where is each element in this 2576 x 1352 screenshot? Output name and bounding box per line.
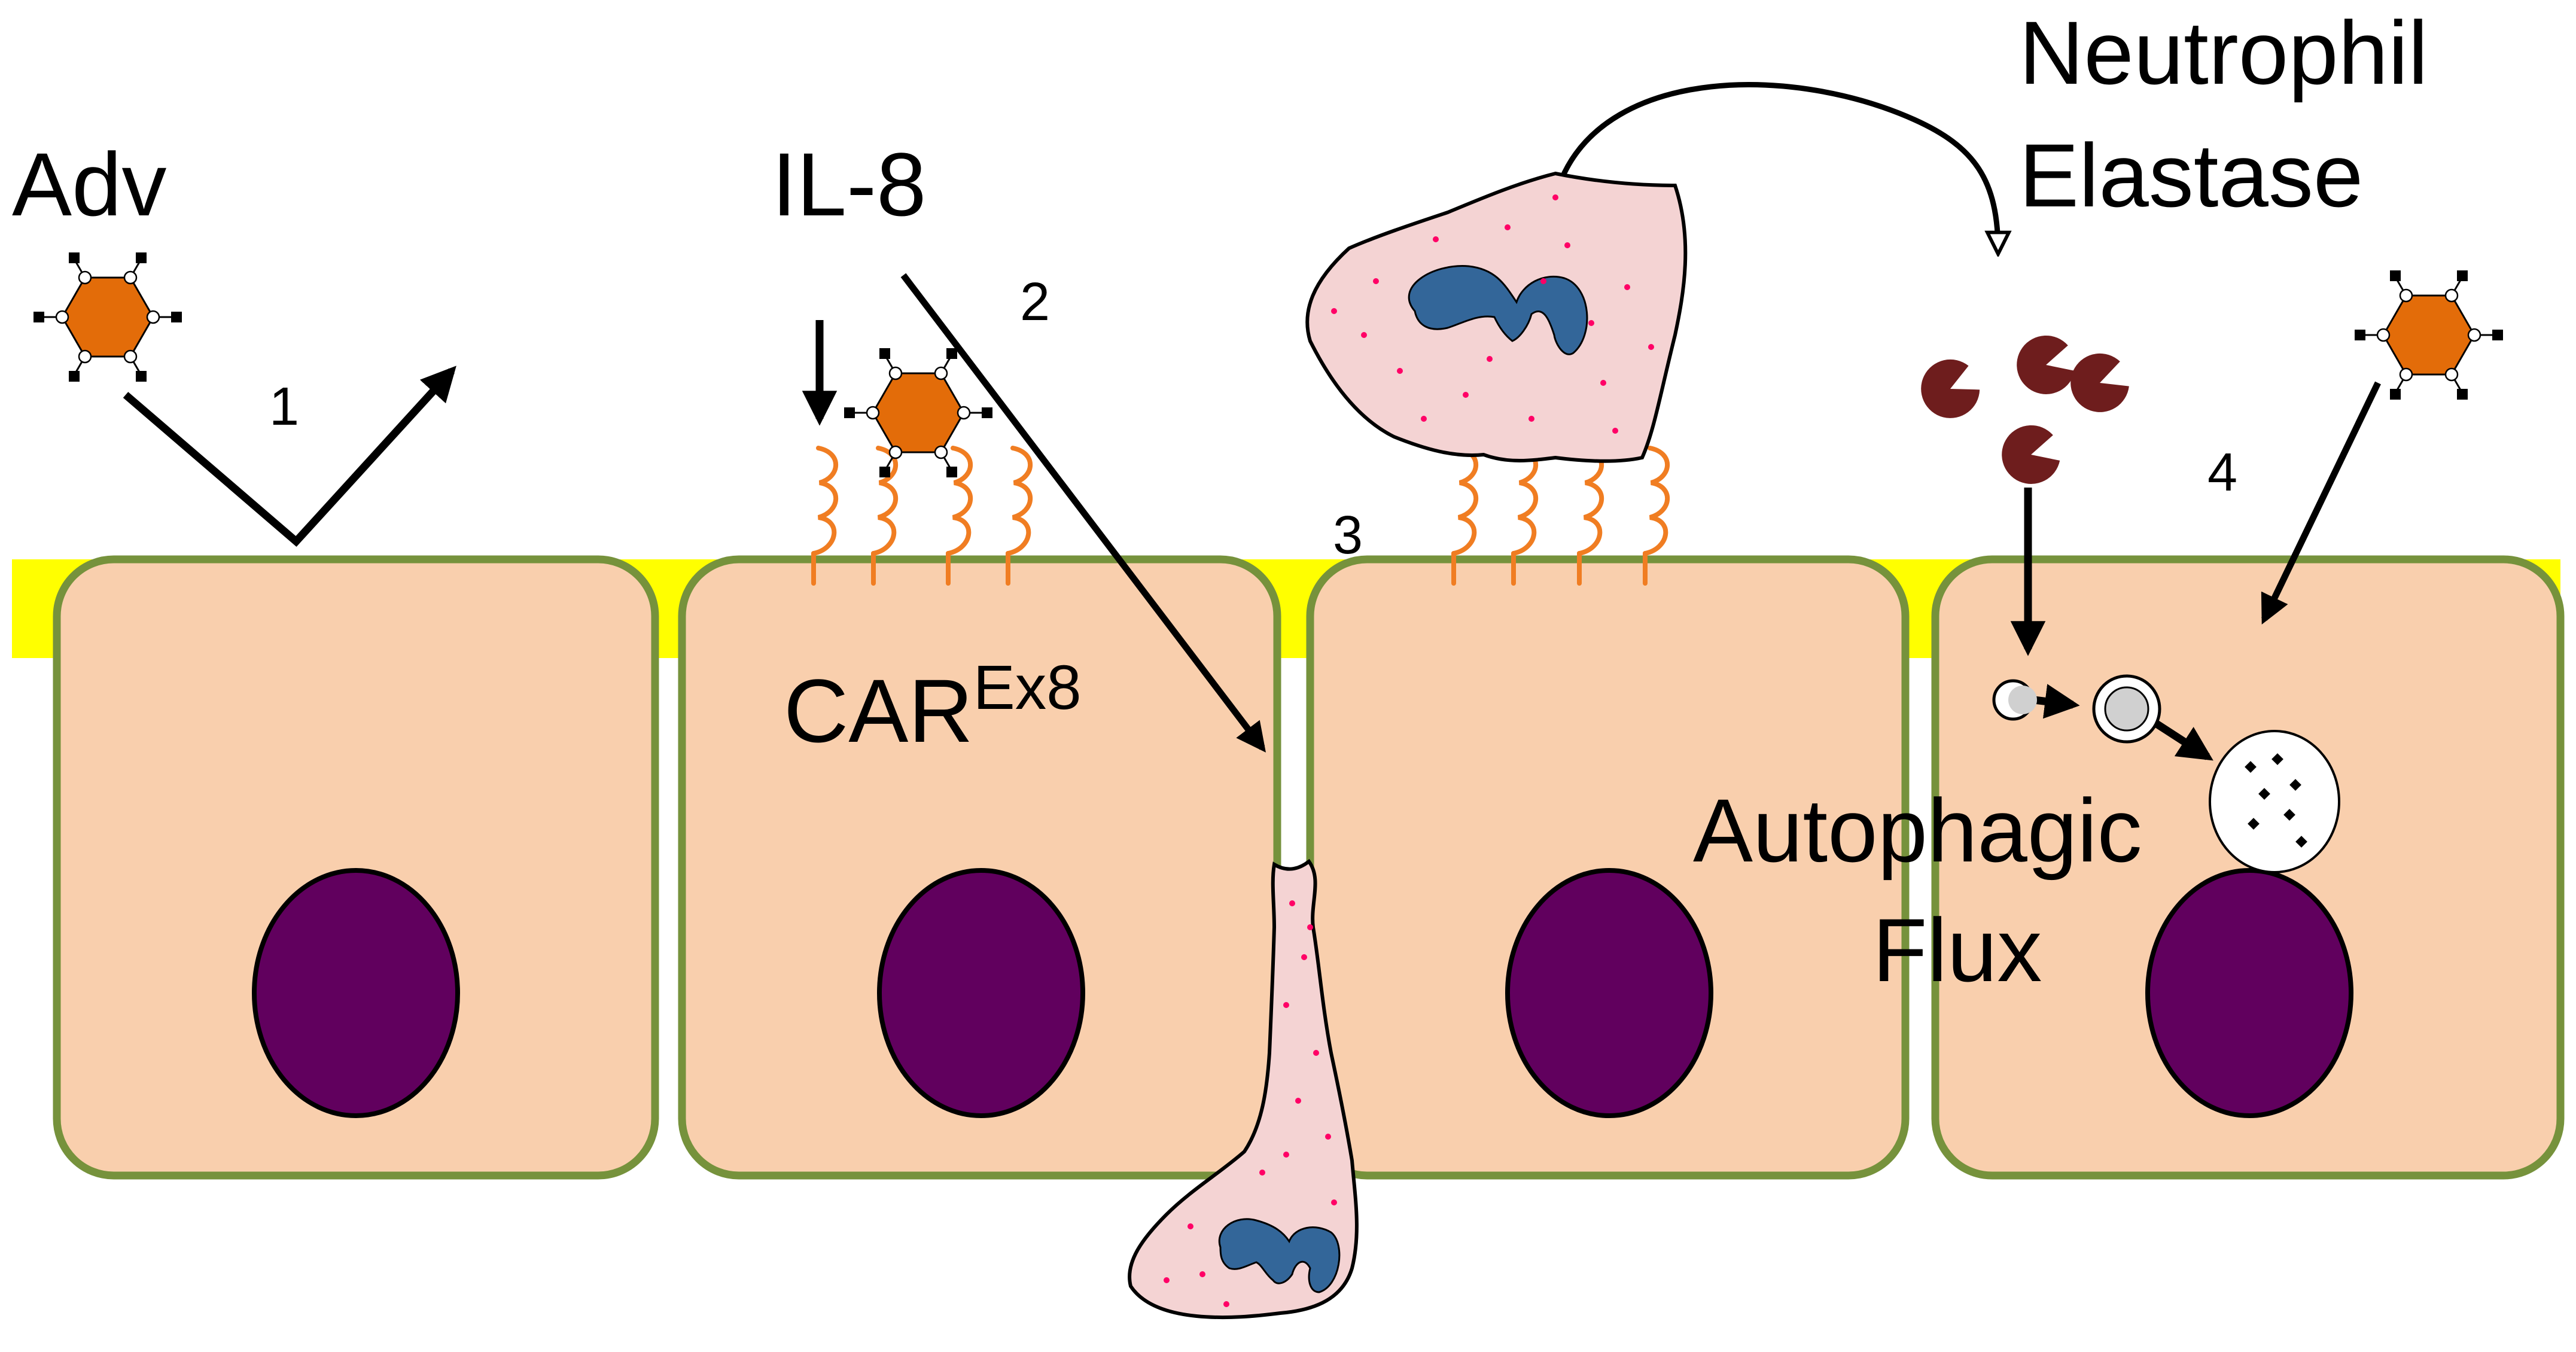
epithelial-cell-1 [53,555,659,1180]
epithelial-cell-4 [1931,555,2565,1180]
nucleus [1505,868,1713,1118]
neutrophil-elastase-icon [2010,330,2079,401]
label-adv: Adv [12,134,166,235]
label-neutrophil: Neutrophil [2019,2,2428,103]
step-label-2: 2 [1020,272,1050,332]
step-label-4: 4 [2207,443,2237,503]
arrow-step-4 [2261,381,2381,625]
label-autophagic: Autophagic [1693,780,2142,881]
step-label-1: 1 [269,377,299,437]
arrow-step-1 [123,366,456,547]
nucleus [2145,868,2353,1118]
nucleus [877,868,1085,1118]
neutrophil-icon [1305,171,1688,463]
label-il8: IL-8 [772,134,926,235]
neutrophil-elastase-group [1911,330,2135,491]
label-elastase: Elastase [2019,125,2363,226]
label-car-superscript: Ex8 [973,653,1082,723]
neutrophil-elastase-icon [1995,419,2065,491]
transmigrating-neutrophil-icon [1128,858,1359,1320]
epithelial-cell-2 [678,555,1281,1180]
step-label-3: 3 [1333,506,1363,565]
label-car: CAREx8 [784,653,1082,761]
label-flux: Flux [1872,900,2042,1000]
nucleus [252,868,460,1118]
autolysosome-icon [2209,730,2340,873]
arrow-step-2 [900,273,1266,753]
neutrophil-elastase-icon [2062,346,2135,421]
adenovirus-icon [32,251,183,383]
arrow-flux-2 [2154,720,2213,761]
autophagosome-group [1992,674,2340,873]
adenovirus-icon [2353,269,2504,401]
arrow-elastase-release [1558,82,1998,251]
arrow-flux-1 [2033,684,2080,719]
neutrophil-elastase-icon [1911,351,1987,428]
